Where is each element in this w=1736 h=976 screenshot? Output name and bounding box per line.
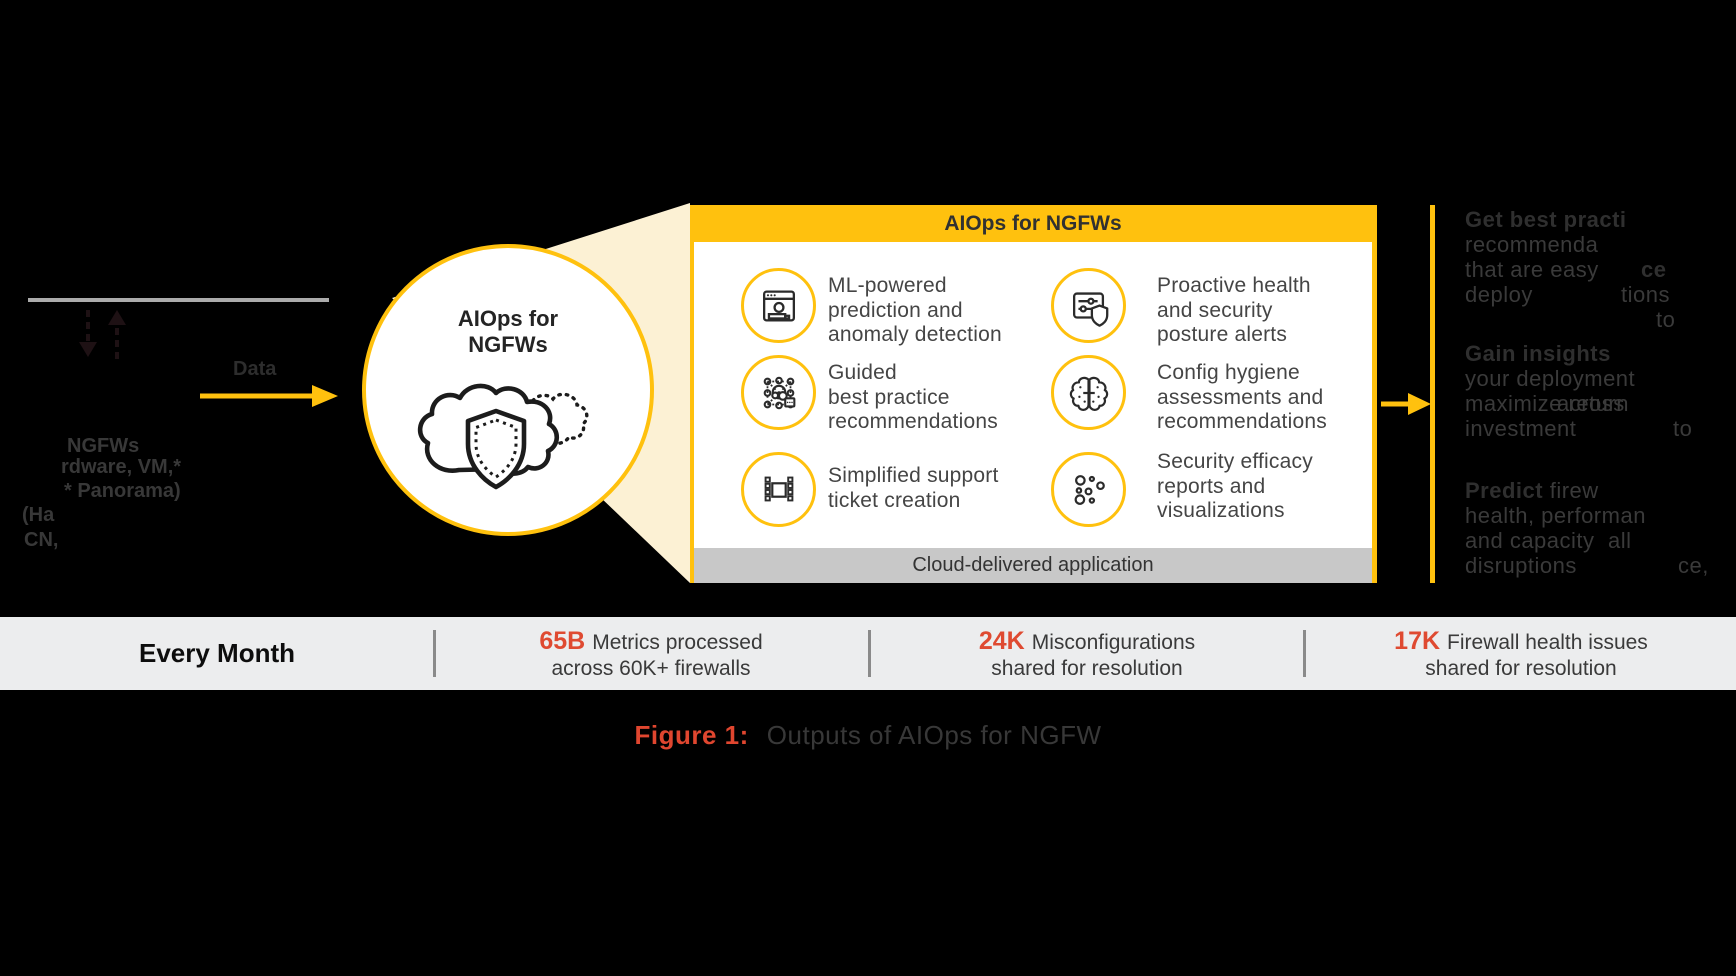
cloud-shield-icon	[417, 383, 589, 490]
benefit-line: ce,	[1678, 553, 1709, 578]
faint-flow-arrows-icon	[79, 310, 126, 360]
benefits-divider-line	[1430, 205, 1435, 583]
benefit-line: Get best practi	[1465, 207, 1627, 232]
benefit-line: investment	[1465, 416, 1577, 441]
benefit-line: that are easy	[1465, 257, 1599, 282]
stat-label: Firewall health issues	[1447, 630, 1648, 654]
feature-icon-circle	[741, 355, 816, 430]
feature-text: ML-powered prediction and anomaly detect…	[828, 274, 1002, 346]
benefit-line: all	[1608, 528, 1632, 553]
benefit-line: health, performan	[1465, 503, 1646, 528]
benefit-line: and capacity	[1465, 528, 1595, 553]
feature-icon-circle	[1051, 355, 1126, 430]
benefit-line: deploy	[1465, 282, 1533, 307]
source-divider-line	[28, 298, 329, 302]
stat-value: 65B	[539, 626, 586, 655]
stat-value: 17K	[1394, 626, 1441, 655]
chip-ticket-icon	[764, 476, 793, 501]
every-month-label: Every Month	[138, 638, 296, 668]
feature-text: Guided best practice recommendations	[828, 361, 998, 433]
figure-caption-text: Outputs of AIOps for NGFW	[766, 720, 1102, 750]
benefit-line: Predict firew	[1465, 478, 1599, 503]
hub-title: AIOps for NGFWs	[457, 306, 559, 357]
stat-label: Metrics processed	[592, 630, 763, 654]
ngfw-caption-fragment: (Ha	[22, 504, 55, 526]
feature-icon-circle	[741, 452, 816, 527]
benefit-line: maximize return	[1465, 391, 1629, 416]
brain-icon	[1069, 376, 1108, 411]
benefit-line: Gain insights	[1465, 341, 1611, 366]
feature-icon-circle	[741, 268, 816, 343]
scatter-dots-icon	[1074, 474, 1105, 505]
feature-text: Simplified support ticket creation	[828, 464, 999, 512]
aiops-hub-circle: AIOps for NGFWs	[362, 244, 654, 536]
feature-text: Security efficacy reports and visualizat…	[1157, 450, 1313, 522]
stat-label: Misconfigurations	[1031, 630, 1196, 654]
stat-value: 24K	[978, 626, 1025, 655]
feature-text: Proactive health and security posture al…	[1157, 274, 1311, 346]
panel-output-arrow	[1381, 393, 1431, 415]
benefit-line: your deployment	[1465, 366, 1636, 391]
panel-header: AIOps for NGFWs	[694, 205, 1372, 242]
stat-line2: shared for resolution	[1425, 656, 1617, 680]
benefit-line: disruptions	[1465, 553, 1577, 578]
feature-icon-circle	[1051, 452, 1126, 527]
data-flow-label: Data	[233, 358, 277, 380]
stat-divider	[1303, 630, 1306, 677]
figure-caption-label: Figure 1:	[634, 720, 749, 750]
feature-icon-circle	[1051, 268, 1126, 343]
figure-caption: Figure 1: Outputs of AIOps for NGFW	[0, 720, 1736, 751]
benefit-line: recommenda	[1465, 232, 1599, 257]
browser-user-icon	[762, 289, 795, 322]
ngfw-caption-fragment: NGFWs	[67, 435, 140, 457]
stat-line2: shared for resolution	[991, 656, 1183, 680]
panel-footer: Cloud-delivered application	[694, 548, 1372, 583]
ngfw-caption-fragment: * Panorama)	[64, 480, 181, 502]
ngfw-caption-fragment: CN,	[24, 529, 59, 551]
stat-divider	[868, 630, 871, 677]
stat-divider	[433, 630, 436, 677]
benefit-line: to	[1656, 307, 1676, 332]
benefit-line: to	[1673, 416, 1693, 441]
benefit-line: ce	[1641, 257, 1667, 282]
network-nodes-icon	[763, 376, 795, 409]
data-flow-arrow	[200, 385, 338, 407]
stat-line2: across 60K+ firewalls	[551, 656, 751, 680]
benefit-line: tions	[1621, 282, 1670, 307]
benefit-line: across	[1557, 391, 1625, 416]
sliders-shield-icon	[1072, 291, 1108, 327]
feature-text: Config hygiene assessments and recommend…	[1157, 361, 1327, 433]
ngfw-caption-fragment: rdware, VM,*	[61, 456, 182, 478]
